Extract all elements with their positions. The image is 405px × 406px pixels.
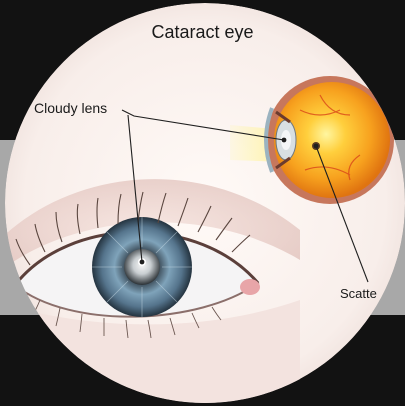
cloudy-pupil xyxy=(124,249,160,285)
diagram-title: Cataract eye xyxy=(0,22,405,43)
cloudy-lens-label: Cloudy lens xyxy=(34,100,107,116)
scattered-light-label: Scatte xyxy=(340,286,377,301)
